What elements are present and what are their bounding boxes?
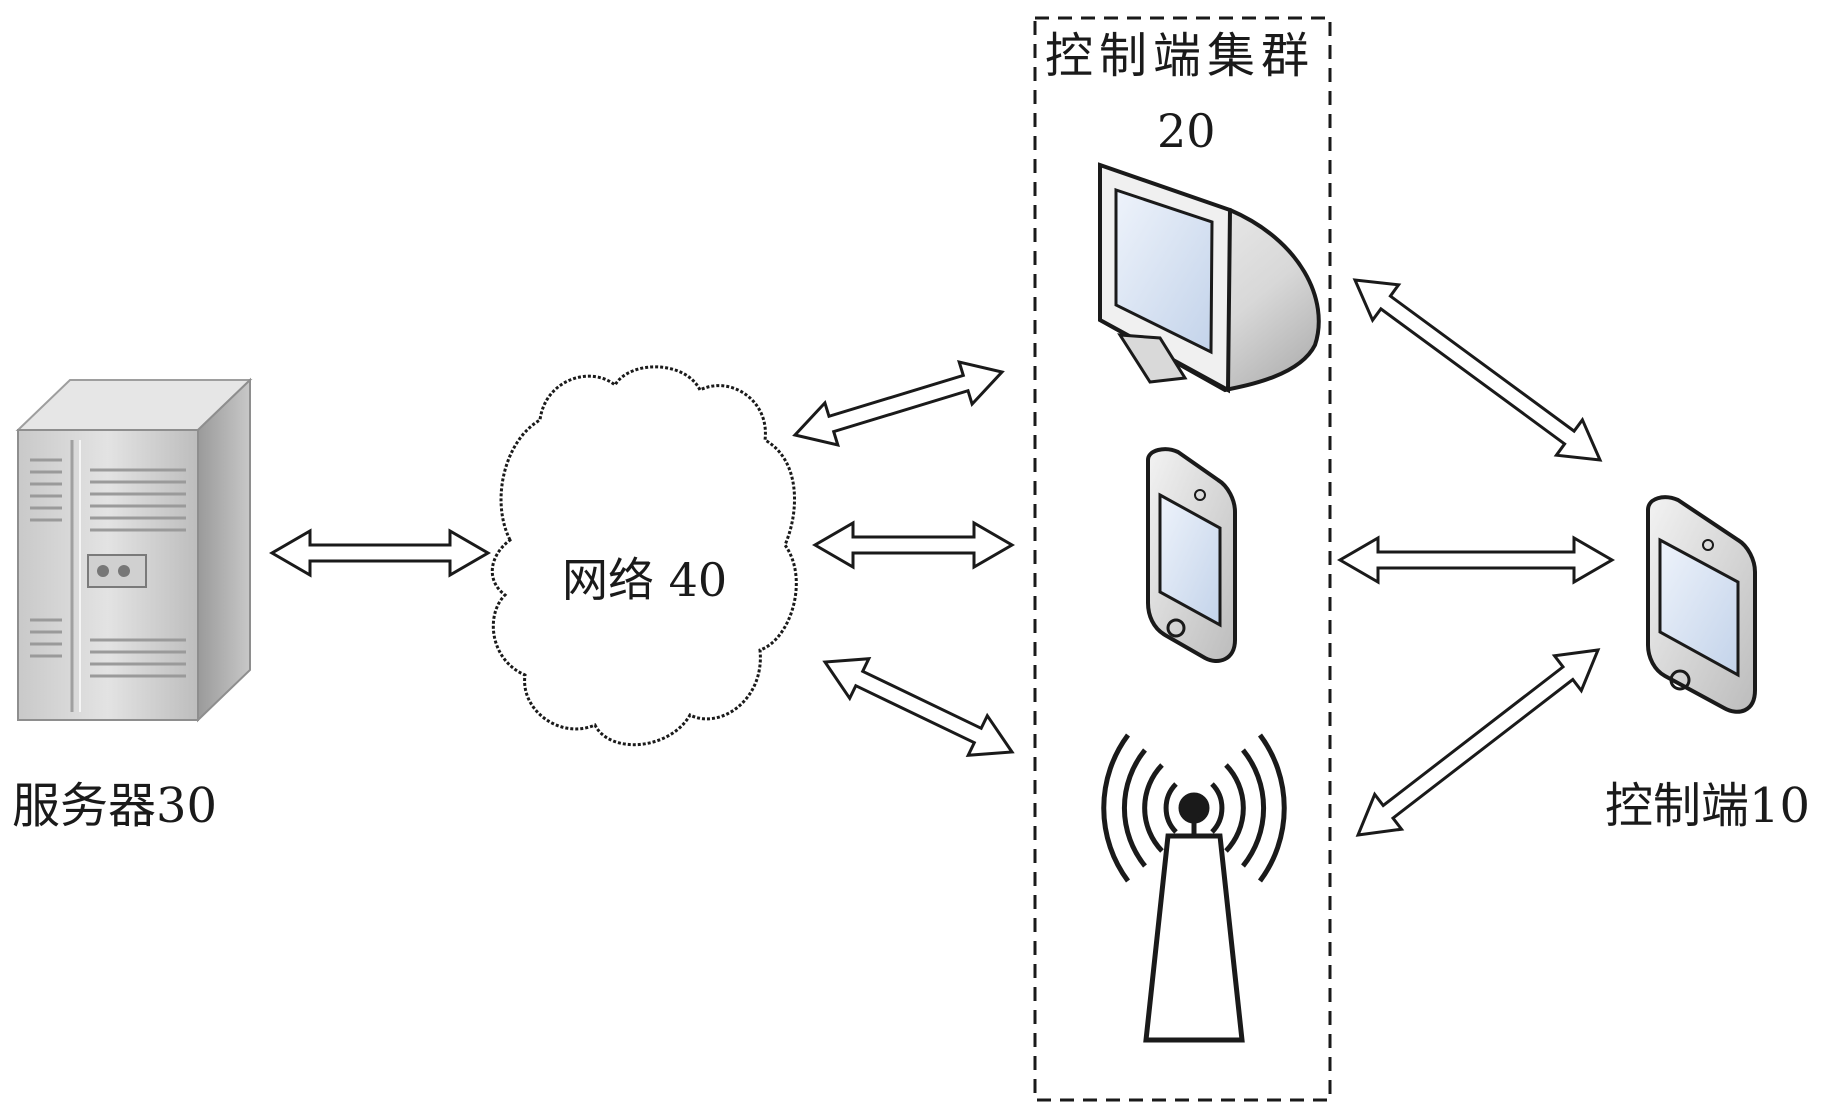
cluster-title: 控制端集群 [1045,28,1316,84]
network-label: 网络 40 [562,553,728,607]
cluster-boundary [1033,16,1332,1102]
server-tower-icon [15,377,253,723]
arrow-server-network [269,528,491,578]
smartphone-icon [1646,495,1757,714]
server-label: 服务器30 [12,778,218,834]
arrow-network-phone [812,520,1015,570]
arrow-network-monitor [792,359,1005,448]
crt-monitor-icon [1098,162,1321,394]
controller-label: 控制端10 [1605,778,1811,834]
arrow-network-tower [822,657,1015,757]
arrow-phone-controller [1337,535,1615,585]
cloud-icon [490,365,798,747]
smartphone-icon [1146,447,1237,663]
cluster-number: 20 [1157,104,1216,158]
arrow-monitor-controller [1352,278,1603,462]
arrow-tower-controller [1355,648,1601,837]
radio-tower-icon [1101,733,1287,1043]
